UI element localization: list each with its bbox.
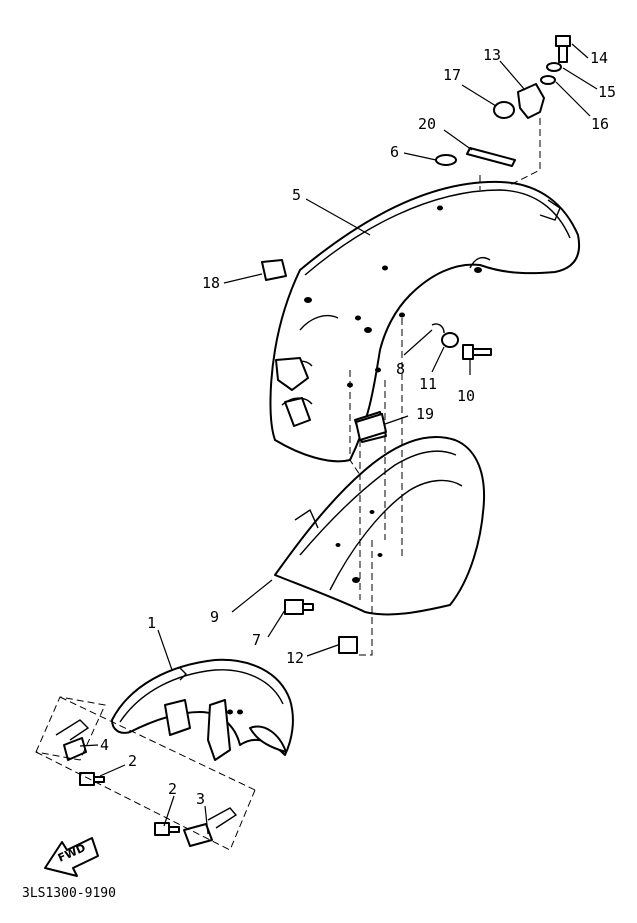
callout-16: 16 [591,115,609,133]
callout-13: 13 [483,46,501,64]
callout-15: 15 [598,83,616,101]
washer-15 [546,62,562,72]
cap-17 [493,101,515,119]
assembly-lines [35,118,541,851]
bolt-14 [555,35,571,63]
callouts: 1 2 2 3 4 5 6 7 8 9 10 11 12 13 14 15 16… [100,46,616,808]
callout-14: 14 [590,49,608,67]
callout-6: 6 [390,143,399,161]
inner-fender [274,436,486,616]
bolt-10 [462,344,492,360]
nut-7 [284,599,314,615]
callout-19: 19 [416,405,434,423]
bolt-2b [154,822,180,836]
bracket-13 [517,83,545,119]
callout-12: 12 [286,649,304,667]
callout-17: 17 [443,66,461,84]
front-fender [111,658,294,761]
leader-lines [79,43,598,835]
callout-9: 9 [210,608,219,626]
callout-18: 18 [202,274,220,292]
part-code: 3LS1300-9190 [22,886,116,901]
washer-16 [540,75,556,85]
callout-3: 3 [196,790,205,808]
clip-8 [431,323,445,334]
bolt-2a [79,772,105,786]
strip-20 [466,147,516,167]
washer-11 [441,332,459,348]
grommet-18 [261,259,287,281]
bracket-19 [355,413,387,441]
callout-11: 11 [419,375,437,393]
callout-2-right: 2 [168,780,177,798]
fwd-arrow: FWD [44,837,99,877]
callout-20: 20 [418,115,436,133]
callout-1: 1 [147,614,156,632]
callout-10: 10 [457,387,475,405]
clip-4 [55,719,90,761]
callout-7: 7 [252,631,261,649]
callout-2-left: 2 [128,752,137,770]
clip-3 [183,807,238,847]
nut-12 [338,636,358,654]
callout-5: 5 [292,186,301,204]
callout-4: 4 [100,736,109,754]
washer-6 [435,154,457,166]
callout-8: 8 [396,360,405,378]
